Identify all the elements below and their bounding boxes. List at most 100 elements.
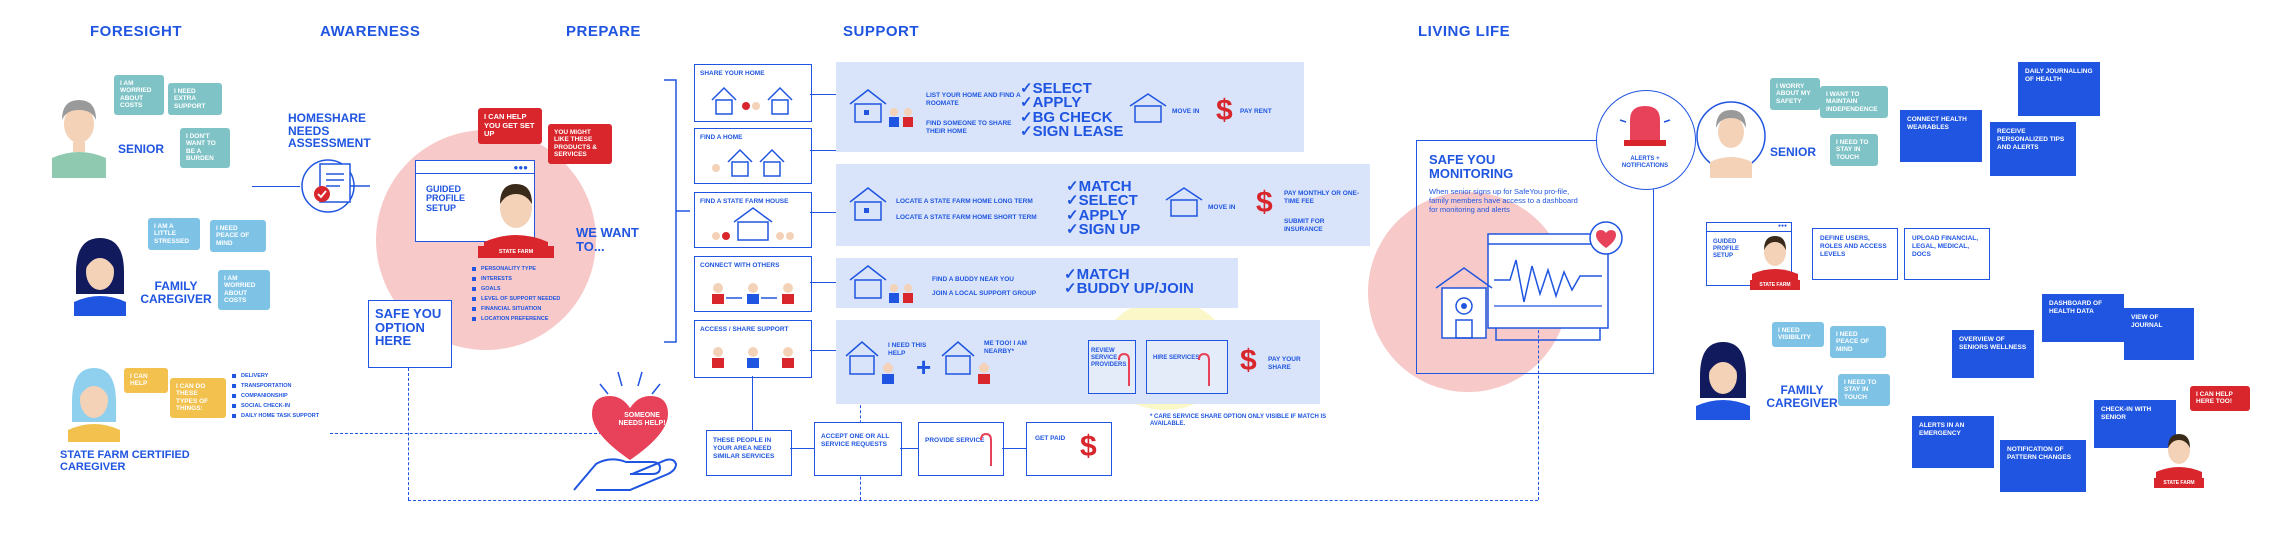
care-note: * CARE SERVICE SHARE OPTION ONLY VISIBLE… (1150, 414, 1327, 428)
cane-icon (980, 432, 992, 466)
overview-wellness-box[interactable]: OVERVIEW OF SENIORS WELLNESS (1952, 330, 2034, 378)
service-item: SOCIAL CHECK-IN (232, 403, 319, 409)
dashed-line-safe-v (408, 368, 409, 500)
row3-steps: ✓MATCH ✓BUDDY UP/JOIN (1064, 266, 1194, 298)
senior-label: SENIOR (118, 142, 165, 156)
house-icon (849, 187, 887, 221)
row3-text-group: JOIN A LOCAL SUPPORT GROUP (932, 290, 1037, 297)
agent-avatar-icon (1752, 236, 1798, 284)
living-agent-badge-2: STATE FARM (2154, 478, 2204, 488)
row4-pay-share: PAY YOUR SHARE (1268, 356, 1301, 371)
safe-you-option-box: SAFE YOU OPTION HERE (368, 300, 452, 368)
flow-accept-requests[interactable]: ACCEPT ONE OR ALL SERVICE REQUESTS (814, 422, 902, 476)
hire-services-box[interactable]: HIRE SERVICES (1146, 340, 1228, 394)
connector-state-farm (810, 212, 836, 213)
bubble-products: YOU MIGHT LIKE THESE PRODUCTS & SERVICES (548, 124, 612, 164)
support-row-state-farm (836, 164, 1370, 246)
family-bubble-stressed: I AM A LITTLE STRESSED (148, 218, 200, 251)
define-users-box[interactable]: DEFINE USERS, ROLES AND ACCESS LEVELS (1812, 228, 1898, 280)
row2-pay-monthly: PAY MONTHLY OR ONE-TIME FEE (1284, 190, 1360, 205)
cane-icon (1198, 352, 1210, 386)
row3-text-buddy: FIND A BUDDY NEAR YOU (932, 276, 1014, 283)
support-row-access (836, 320, 1320, 404)
caregiver-avatar-icon (68, 368, 120, 442)
people-group-icon (712, 283, 794, 304)
agent-avatar-icon (2156, 434, 2202, 484)
window-dots: ●●● (513, 163, 529, 172)
alerts-label: ALERTS + NOTIFICATIONS (1621, 156, 1669, 170)
alert-bell-icon (1619, 106, 1671, 146)
check-in-senior-box[interactable]: CHECK-IN WITH SENIOR (2094, 400, 2176, 448)
connector-senior (252, 186, 300, 187)
safe-you-option-label: SAFE YOU OPTION HERE (375, 306, 442, 349)
row2-move-in: MOVE IN (1208, 204, 1236, 211)
living-family-bubble-peace: I NEED PEACE OF MIND (1830, 326, 1886, 359)
dashboard-health-box[interactable]: DASHBOARD OF HEALTH DATA (2042, 294, 2124, 342)
heart-label: SOMEONE NEEDS HELP! (618, 412, 666, 428)
service-item: DAILY HOME TASK SUPPORT (232, 413, 319, 419)
living-senior-bubble-safety: I WORRY ABOUT MY SAFETY (1770, 78, 1820, 111)
we-want-label: WE WANT TO... (576, 225, 639, 254)
profile-items-list: PERSONALITY TYPE INTERESTS GOALS LEVEL O… (472, 266, 560, 326)
profile-item: INTERESTS (472, 276, 560, 282)
caregiver-bubble-help: I CAN HELP (124, 368, 168, 393)
house-person-icon (941, 341, 990, 384)
caregiver-bubble-things: I CAN DO THESE TYPES OF THINGS: (170, 378, 226, 418)
living-senior-label: SENIOR (1770, 145, 1817, 159)
service-item: TRANSPORTATION (232, 383, 319, 389)
monitoring-dashboard-icon (1435, 221, 1623, 341)
connect-wearables-box[interactable]: CONNECT HEALTH WEARABLES (1900, 110, 1982, 162)
living-agent-badge: STATE FARM (1750, 280, 1800, 290)
support-row-share (836, 62, 1304, 152)
prepare-find-home[interactable]: FIND A HOME (694, 128, 812, 184)
service-item: DELIVERY (232, 373, 319, 379)
family-avatar-icon (1696, 342, 1750, 420)
row4-me-too: ME TOO! I AM NEARBY* (984, 340, 1027, 355)
agent-badge: STATE FARM (478, 246, 554, 258)
living-agent-bubble: I CAN HELP HERE TOO! (2190, 386, 2250, 411)
senior-avatar-icon (1696, 101, 1766, 178)
connector-find-home (810, 150, 836, 151)
row1-text-list: LIST YOUR HOME AND FIND A ROOMATE (926, 92, 1021, 107)
row2-text-long: LOCATE A STATE FARM HOME LONG TERM (896, 198, 1033, 205)
dashed-line-bottom (408, 500, 1538, 501)
plus-icon: + (916, 352, 932, 382)
flow-provide-service: PROVIDE SERVICE (918, 422, 1004, 476)
dollar-icon: $ (1080, 430, 1097, 463)
house-icon (1129, 93, 1167, 123)
family-label: FAMILY CAREGIVER (140, 279, 212, 306)
alerts-emergency-box[interactable]: ALERTS IN AN EMERGENCY (1912, 416, 1994, 468)
profile-item: FINANCIAL SITUATION (472, 306, 560, 312)
upload-docs-box[interactable]: UPLOAD FINANCIAL, LEGAL, MEDICAL, DOCS (1904, 228, 1990, 280)
senior-bubble-burden: I DON'T WANT TO BE A BURDEN (180, 128, 230, 168)
prepare-share-home[interactable]: SHARE YOUR HOME (694, 64, 812, 122)
connector-access-down (752, 376, 753, 430)
stage-foresight: FORESIGHT (90, 23, 183, 40)
view-journal-box[interactable]: VIEW OF JOURNAL (2124, 308, 2194, 360)
row1-steps: ✓SELECT ✓APPLY ✓BG CHECK ✓SIGN LEASE (1020, 80, 1124, 140)
bubble-help-setup: I CAN HELP YOU GET SET UP (478, 108, 542, 144)
row2-text-short: LOCATE A STATE FARM HOME SHORT TERM (896, 214, 1037, 221)
stage-living-life: LIVING LIFE (1418, 23, 1511, 40)
caregiver-services-list: DELIVERY TRANSPORTATION COMPANIONSHIP SO… (232, 373, 319, 423)
house-icon (849, 89, 887, 123)
state-farm-house-icon (712, 207, 794, 241)
people-group-icon (712, 347, 794, 368)
safe-you-title: SAFE YOU MONITORING (1429, 152, 1514, 181)
people-icon (889, 108, 913, 127)
service-item: COMPANIONSHIP (232, 393, 319, 399)
row4-need-help: I NEED THIS HELP (888, 342, 927, 357)
personalized-tips-box[interactable]: RECEIVE PERSONALIZED TIPS AND ALERTS (1990, 122, 2076, 176)
prepare-access-support[interactable]: ACCESS / SHARE SUPPORT (694, 320, 812, 378)
living-senior-bubble-touch: I NEED TO STAY IN TOUCH (1830, 134, 1878, 167)
pattern-changes-box[interactable]: NOTIFICATION OF PATTERN CHANGES (2000, 440, 2086, 492)
family-bubble-costs: I AM WORRIED ABOUT COSTS (218, 270, 270, 310)
assessment-label: HOMESHARE NEEDS ASSESSMENT (288, 111, 371, 151)
agent-avatar-icon (484, 184, 548, 258)
profile-item: LEVEL OF SUPPORT NEEDED (472, 296, 560, 302)
living-family-bubble-touch: I NEED TO STAY IN TOUCH (1838, 374, 1890, 407)
dashed-line-living-v (1538, 310, 1539, 500)
daily-journalling-box[interactable]: DAILY JOURNALLING OF HEALTH (2018, 62, 2100, 116)
living-family-bubble-visibility: I NEED VISIBILITY (1772, 322, 1824, 347)
senior-bubble-costs: I AM WORRIED ABOUT COSTS (114, 75, 164, 115)
